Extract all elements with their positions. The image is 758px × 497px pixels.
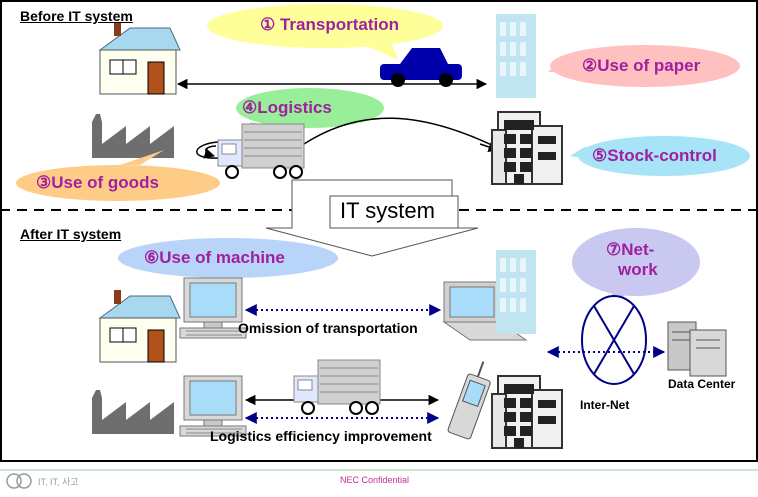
factory-icon-after bbox=[92, 390, 174, 434]
house-icon-after bbox=[99, 289, 181, 363]
truck-icon bbox=[217, 123, 305, 179]
frame bbox=[0, 0, 758, 462]
truck-icon-after bbox=[293, 359, 381, 415]
server-icon bbox=[667, 321, 727, 377]
network-label-line2: work bbox=[618, 260, 658, 279]
omission-caption: Omission of transportation bbox=[238, 320, 418, 336]
transportation-bubble bbox=[207, 4, 443, 60]
office-icon bbox=[491, 111, 563, 185]
data-center-caption: Data Center bbox=[668, 377, 736, 391]
section-after-title: After IT system bbox=[20, 226, 122, 242]
logistics-curve-end bbox=[203, 145, 217, 159]
it-system-arrow bbox=[265, 179, 479, 257]
internet-icon bbox=[581, 295, 647, 385]
logo-text: IT, IT, 사고 bbox=[38, 477, 79, 487]
computer-icon-after bbox=[179, 375, 247, 437]
confidential-label: NEC Confidential bbox=[340, 475, 410, 485]
house-icon bbox=[99, 21, 181, 95]
logistics-label: ④Logistics bbox=[242, 98, 332, 117]
section-before-title: Before IT system bbox=[20, 8, 133, 24]
machine-label: ⑥Use of machine bbox=[144, 248, 285, 267]
network-label-line1: ⑦Net- bbox=[606, 240, 655, 259]
stock-bubble bbox=[570, 136, 750, 176]
it-system-label: IT system bbox=[340, 198, 435, 223]
inter-net-caption: Inter-Net bbox=[580, 398, 630, 412]
computer-icon bbox=[179, 277, 247, 339]
transportation-label: ① Transportation bbox=[260, 15, 399, 34]
phone-icon bbox=[447, 361, 491, 440]
paper-label: ②Use of paper bbox=[582, 56, 701, 75]
machine-bubble bbox=[118, 238, 338, 278]
building-icon-after bbox=[496, 250, 536, 334]
goods-label: ③Use of goods bbox=[36, 173, 159, 192]
office-icon-after bbox=[491, 375, 563, 449]
logo-icon bbox=[6, 473, 32, 489]
logistics-efficiency-caption: Logistics efficiency improvement bbox=[210, 428, 432, 444]
building-icon bbox=[496, 14, 536, 98]
goods-bubble bbox=[16, 150, 220, 201]
laptop-icon bbox=[442, 281, 528, 341]
car-icon bbox=[380, 48, 462, 87]
stock-label: ⑤Stock-control bbox=[592, 146, 717, 165]
paper-bubble bbox=[548, 45, 740, 87]
